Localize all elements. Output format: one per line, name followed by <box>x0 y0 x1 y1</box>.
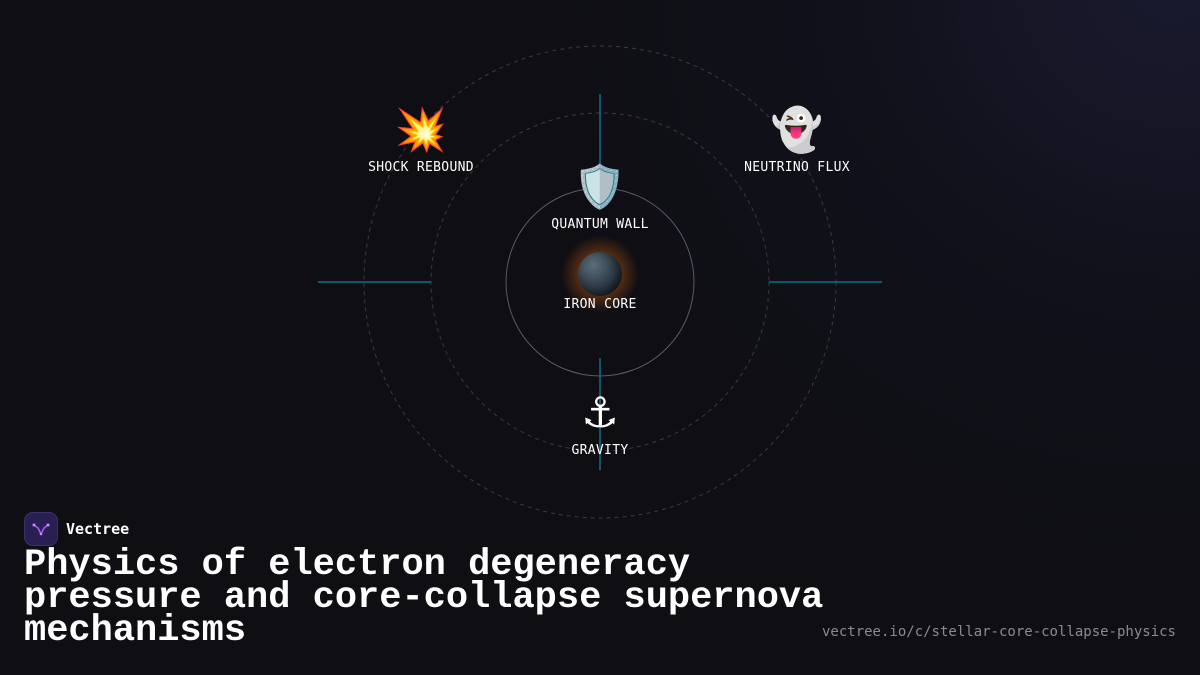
collision-icon: 💥 <box>394 105 448 154</box>
node-label: SHOCK REBOUND <box>368 160 474 175</box>
node-label: GRAVITY <box>571 443 629 458</box>
brand: Vectree <box>24 512 129 546</box>
anchor-icon: ⚓ <box>581 388 619 437</box>
node-iron-core: IRON CORE <box>563 297 636 312</box>
shield-icon: 🛡️ <box>573 162 627 211</box>
node-neutrino-flux: 👻 NEUTRINO FLUX <box>744 105 850 176</box>
ghost-icon: 👻 <box>770 105 824 154</box>
node-label: IRON CORE <box>563 297 637 312</box>
node-shock-rebound: 💥 SHOCK REBOUND <box>368 105 474 176</box>
dark-planet-icon <box>578 252 622 296</box>
source-url: vectree.io/c/stellar-core-collapse-physi… <box>821 624 1176 640</box>
node-label: NEUTRINO FLUX <box>744 160 850 175</box>
node-quantum-wall: 🛡️ QUANTUM WALL <box>551 162 649 233</box>
page-title: Physics of electron degeneracy pressure … <box>24 544 824 652</box>
brand-name: Vectree <box>66 520 130 538</box>
node-label: QUANTUM WALL <box>551 217 649 232</box>
vectree-logo-icon <box>24 512 58 546</box>
node-gravity: ⚓ GRAVITY <box>571 388 629 459</box>
